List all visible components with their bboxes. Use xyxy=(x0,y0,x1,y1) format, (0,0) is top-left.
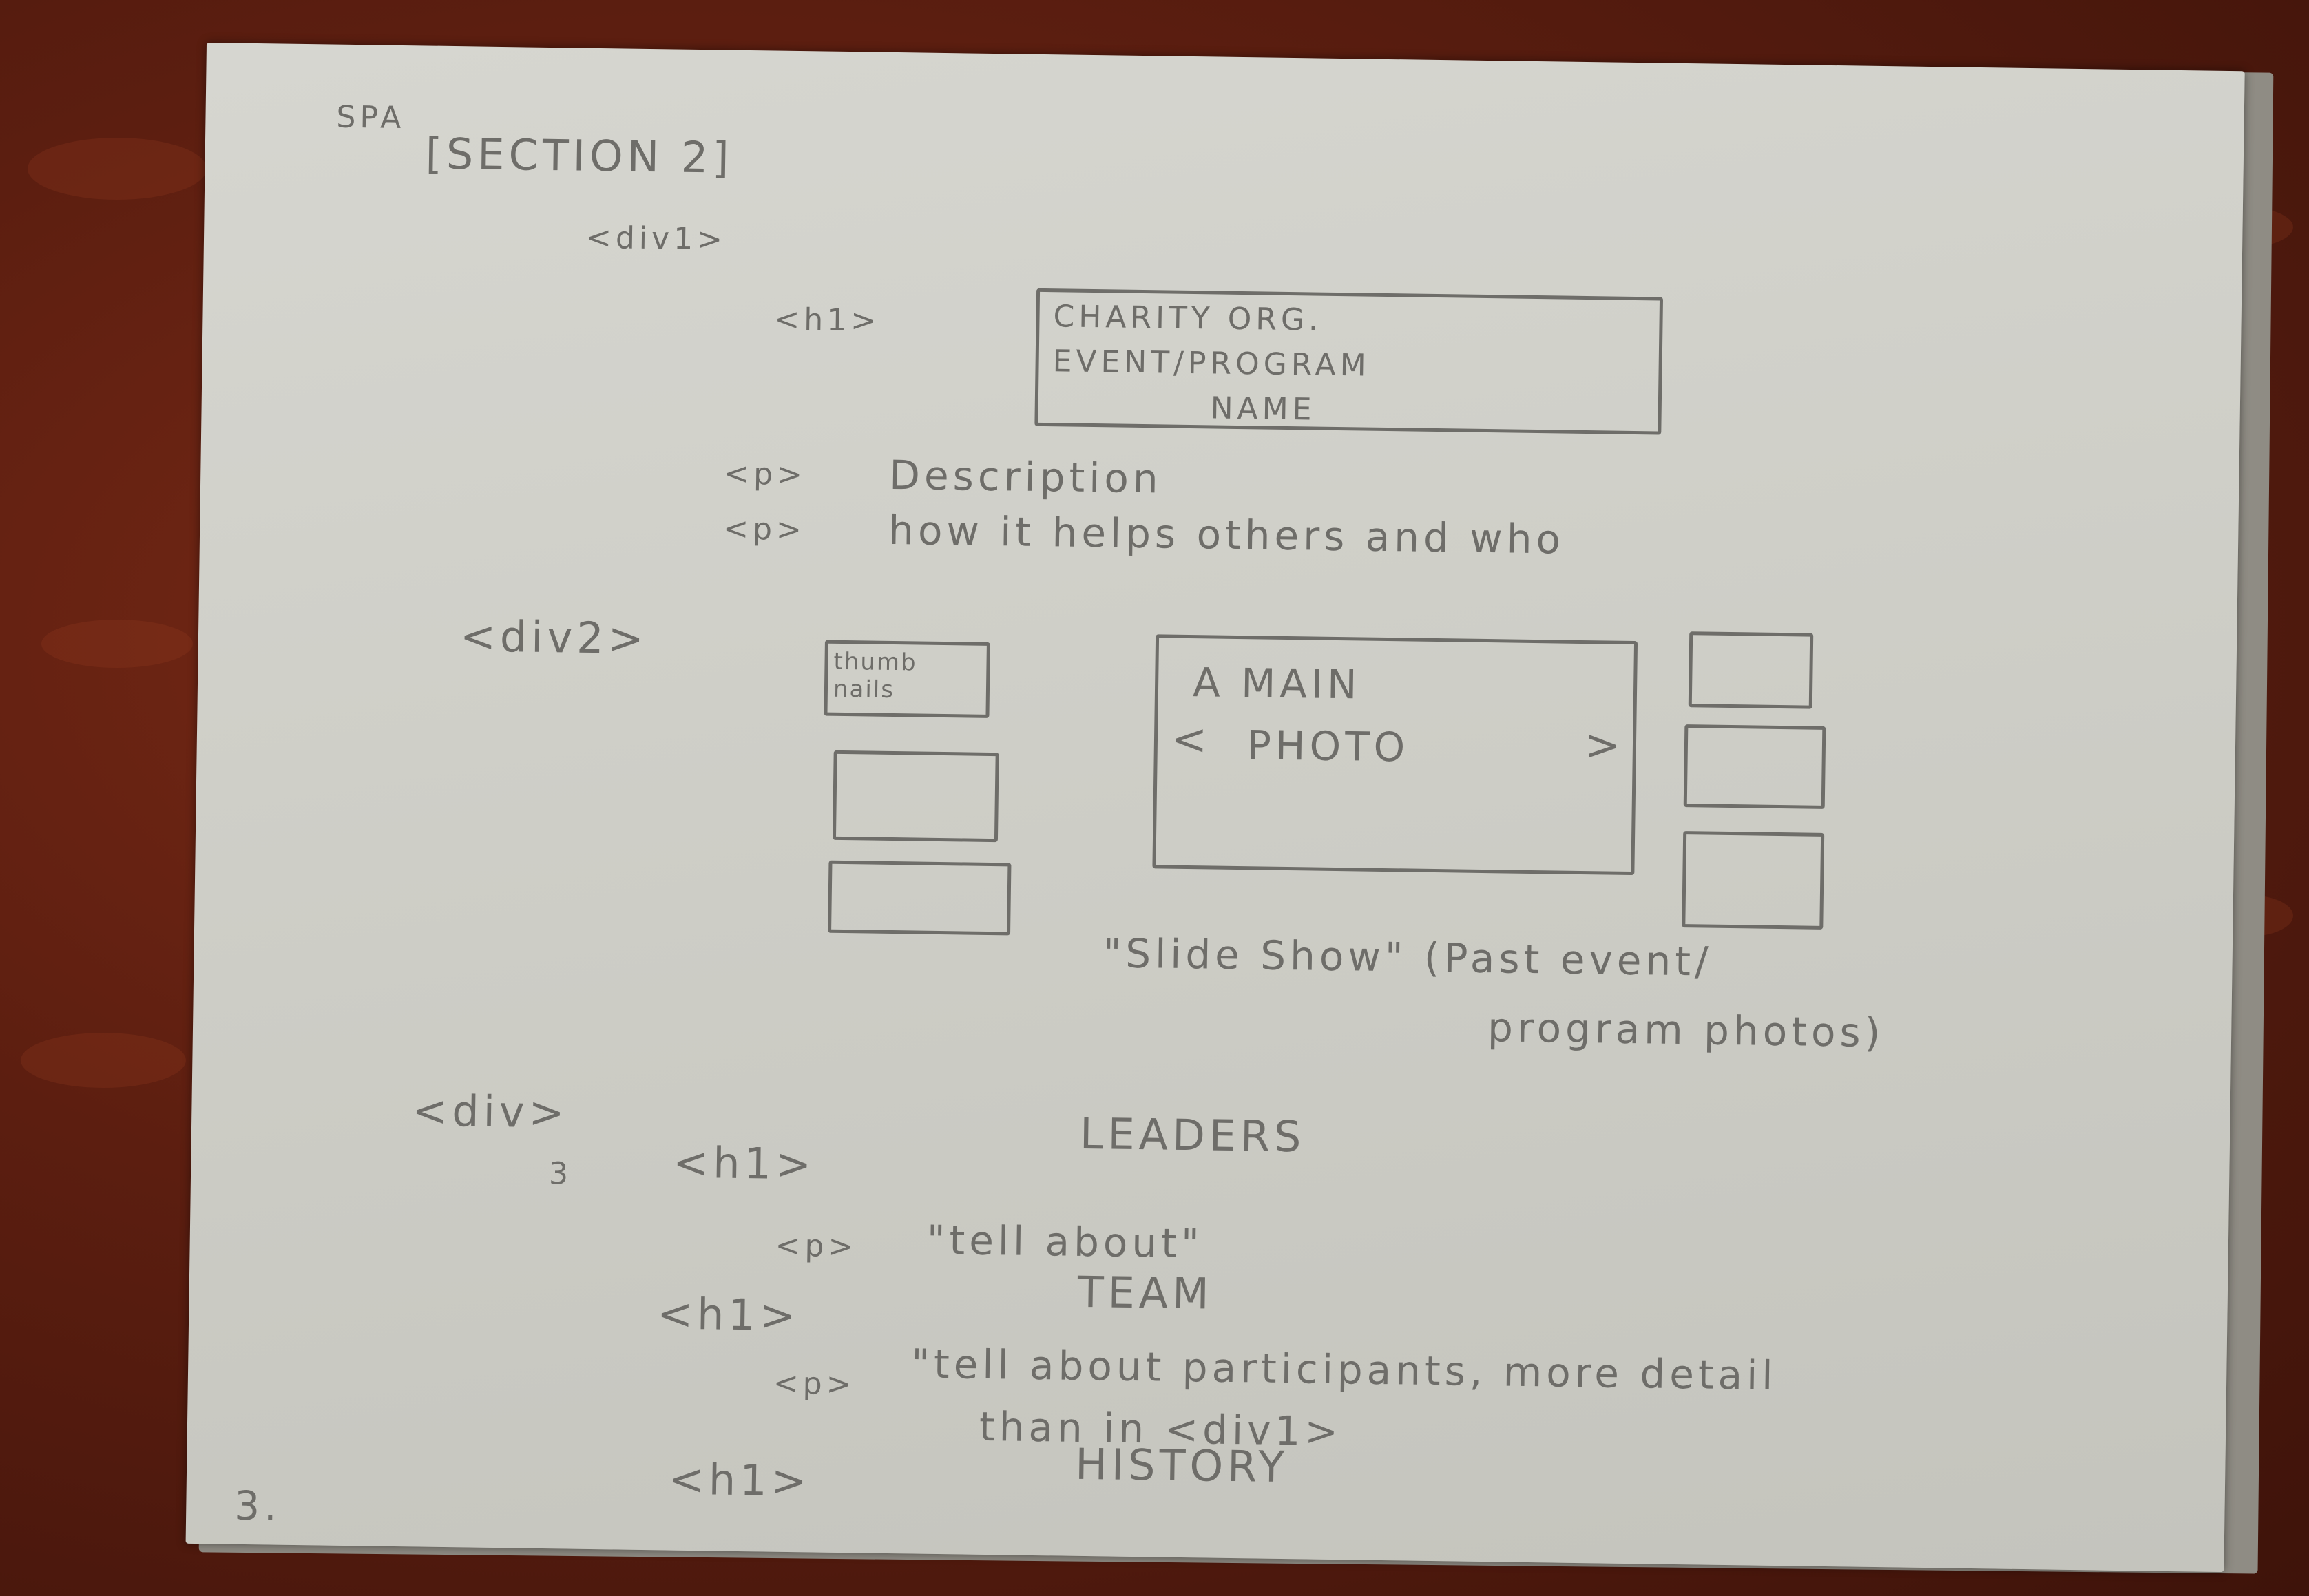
main-photo-line-2: PHOTO xyxy=(1246,722,1410,771)
history-h1-tag: <h1> xyxy=(668,1453,812,1506)
history-heading: HISTORY xyxy=(1074,1438,1289,1493)
div3-number: 3 xyxy=(548,1156,573,1192)
thumbnail-left-1 xyxy=(832,750,999,843)
thumbnail-right-3 xyxy=(1682,831,1825,930)
next-arrow: > xyxy=(1584,720,1625,770)
title-line-3: NAME xyxy=(1210,390,1316,428)
p1-tag: <p> xyxy=(723,456,807,493)
div1-h1-tag: <h1> xyxy=(774,302,881,339)
page-number: 3. xyxy=(233,1482,282,1530)
thumbnails-label: thumb nails xyxy=(833,647,917,704)
title-line-1: CHARITY ORG. xyxy=(1053,299,1323,338)
leaders-p-text: "tell about" xyxy=(926,1216,1204,1268)
team-p-tag: <p> xyxy=(773,1365,856,1403)
team-h1-tag: <h1> xyxy=(656,1288,800,1341)
team-heading: TEAM xyxy=(1077,1266,1214,1319)
leaders-p-tag: <p> xyxy=(775,1228,858,1265)
leaders-h1-tag: <h1> xyxy=(672,1137,816,1190)
section-label: [SECTION 2] xyxy=(425,128,733,183)
team-p-text-line-1: "tell about participants, more detail xyxy=(910,1340,1777,1400)
leaders-heading: LEADERS xyxy=(1079,1108,1306,1162)
thumbnail-right-1 xyxy=(1688,631,1814,709)
div2-tag: <div2> xyxy=(459,611,649,664)
p2-tag: <p> xyxy=(722,511,806,548)
div1-tag: <div1> xyxy=(585,220,727,258)
main-photo-line-1: A MAIN xyxy=(1192,659,1361,708)
thumbnail-right-2 xyxy=(1683,724,1826,809)
div3-tag: <div> xyxy=(411,1085,570,1138)
title-line-2: EVENT/PROGRAM xyxy=(1052,344,1370,384)
thumbnails-label-box: thumb nails xyxy=(824,640,990,718)
sketch-paper: SPA [SECTION 2] <div1> <h1> CHARITY ORG.… xyxy=(185,43,2245,1573)
slideshow-note-line-1: "Slide Show" (Past event/ xyxy=(1103,930,1713,985)
page-label: SPA xyxy=(336,99,406,136)
p2-text: how it helps others and who xyxy=(888,506,1565,563)
title-box: CHARITY ORG. EVENT/PROGRAM NAME xyxy=(1034,288,1664,435)
slideshow-note-line-2: program photos) xyxy=(1487,1004,1885,1057)
prev-arrow: < xyxy=(1171,713,1212,765)
main-photo-box: A MAIN PHOTO < > xyxy=(1152,634,1638,876)
thumbnail-left-2 xyxy=(828,860,1012,936)
p1-text: Description xyxy=(888,451,1163,503)
